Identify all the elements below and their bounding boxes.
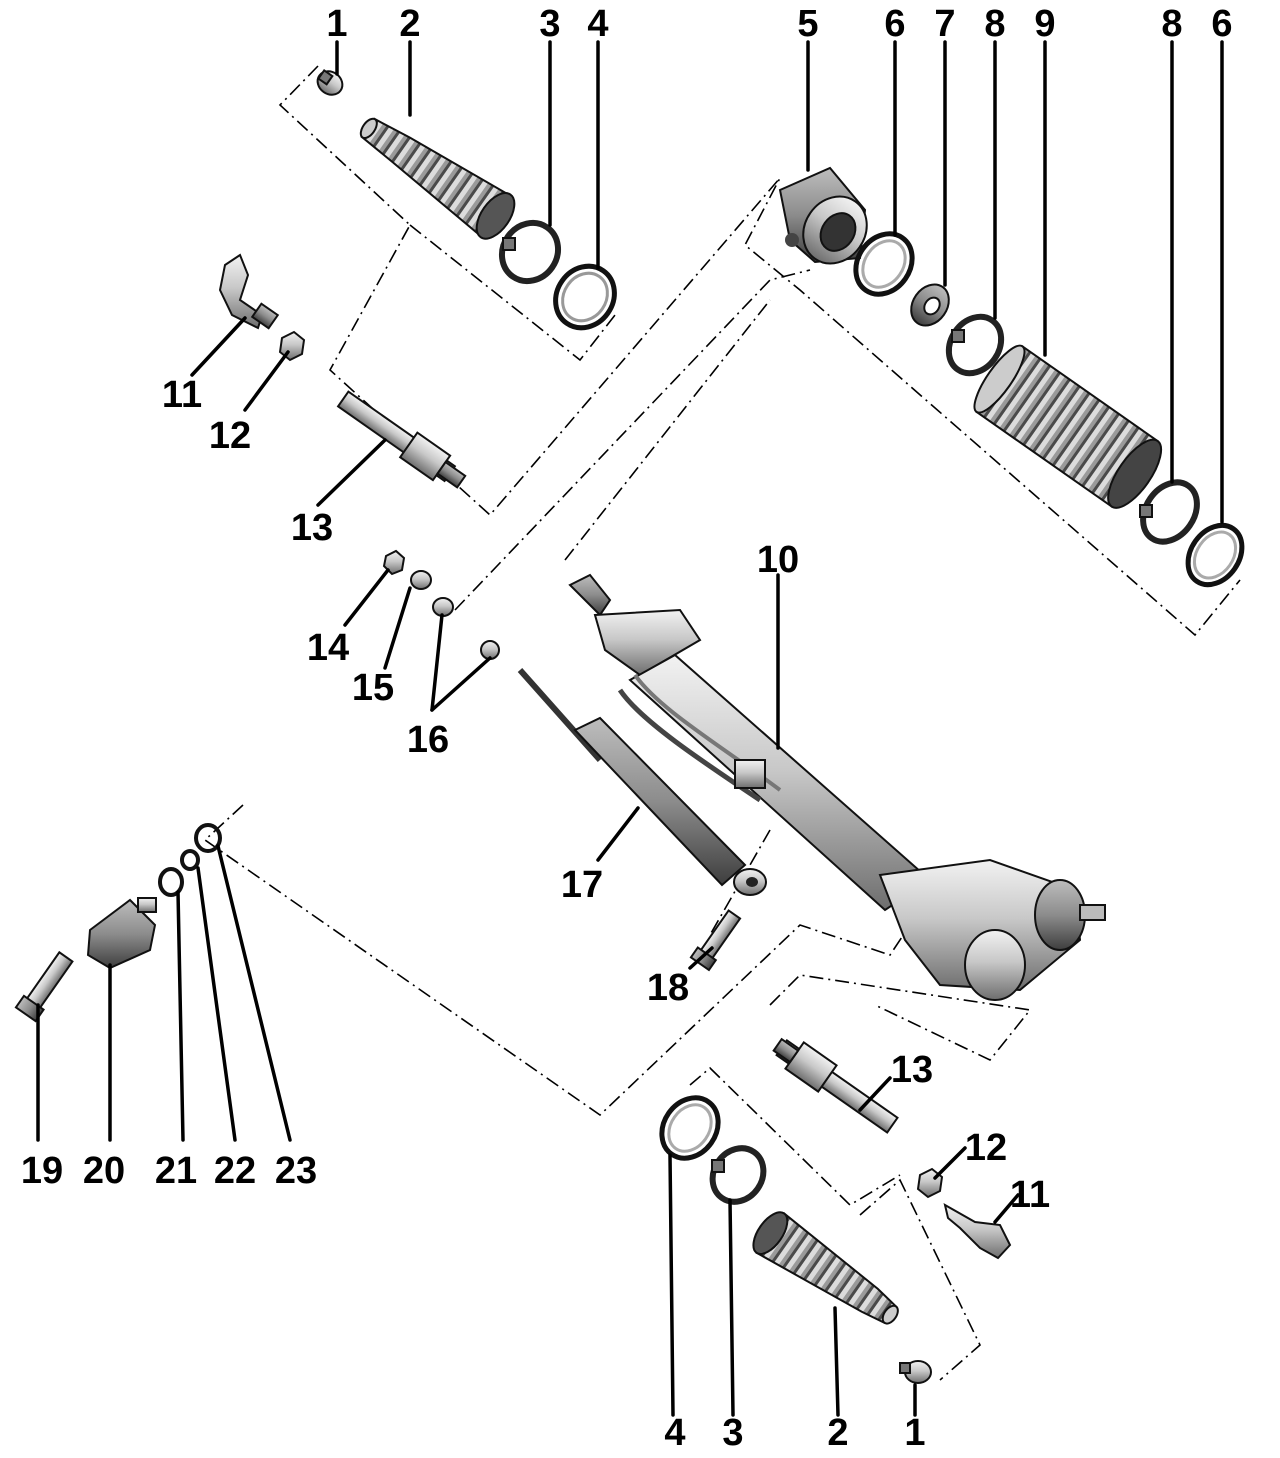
steering-boot-top (359, 117, 516, 240)
callout-2-top: 2 (399, 3, 420, 45)
hex-nut-14 (382, 549, 406, 576)
retaining-ring-top (553, 263, 617, 331)
boot-clamp-small-top (316, 68, 344, 96)
tie-rod-end-lower (943, 1203, 1012, 1260)
callout-4-bottom: 4 (664, 1412, 685, 1454)
boot-clamp-large-top (498, 219, 562, 285)
callout-22: 22 (214, 1150, 256, 1192)
seal-ring-23 (194, 823, 222, 853)
callout-16: 16 (407, 719, 449, 761)
callout-11-left: 11 (162, 374, 202, 416)
housing-bushing (778, 166, 868, 265)
callout-5: 5 (797, 3, 818, 45)
retaining-ring-6a (853, 231, 915, 297)
callout-13-right: 13 (891, 1049, 933, 1091)
callout-20: 20 (83, 1150, 125, 1192)
callout-9: 9 (1034, 3, 1055, 45)
steering-boot-9 (973, 344, 1163, 509)
callout-3-top: 3 (539, 3, 560, 45)
callout-14: 14 (307, 627, 349, 669)
seal-ring-22 (180, 849, 200, 871)
assembly-guide-lines (203, 65, 1241, 1381)
callout-23: 23 (275, 1150, 317, 1192)
callout-21: 21 (155, 1150, 197, 1192)
tie-rod-end-upper (218, 253, 280, 330)
callout-7: 7 (934, 3, 955, 45)
callout-4-top: 4 (587, 3, 608, 45)
boot-clamp-8b (1139, 479, 1200, 545)
callout-2-bottom: 2 (827, 1412, 848, 1454)
seal-washer-16a (432, 597, 454, 617)
bolt-19 (14, 950, 74, 1023)
callout-6b: 6 (1211, 3, 1232, 45)
retaining-ring-bottom (659, 1095, 721, 1161)
callout-6a: 6 (884, 3, 905, 45)
callout-12-right: 12 (965, 1127, 1007, 1169)
steering-boot-bottom (752, 1211, 899, 1325)
boot-clamp-8a (945, 313, 1005, 377)
seal-ring-21 (158, 867, 184, 897)
boot-clamp-small-bottom (899, 1360, 932, 1384)
union-fitting-20 (86, 897, 157, 970)
callout-12-left: 12 (209, 415, 251, 457)
callout-1-top: 1 (326, 3, 347, 45)
callout-19: 19 (21, 1150, 63, 1192)
callout-13-left: 13 (291, 507, 333, 549)
callout-10: 10 (757, 539, 799, 581)
washer-15 (410, 570, 432, 590)
tie-rod-lower (772, 1037, 899, 1134)
tie-rod-upper (336, 390, 467, 489)
retaining-ring-6b (1185, 522, 1245, 588)
callout-8b: 8 (1161, 3, 1182, 45)
callout-3-bottom: 3 (722, 1412, 743, 1454)
callout-11-right: 11 (1010, 1174, 1050, 1216)
spacer-washer-7 (910, 283, 950, 327)
callout-labels: 1 2 3 4 5 6 7 8 9 8 6 11 12 13 14 15 16 … (21, 3, 1233, 1454)
callout-15: 15 (352, 667, 394, 709)
callout-18: 18 (647, 967, 689, 1009)
callout-17: 17 (561, 864, 603, 906)
callout-1-bottom: 1 (904, 1412, 925, 1454)
steering-rack-10 (568, 573, 1106, 1001)
damper-strut-17 (517, 668, 767, 896)
boot-clamp-large-bottom (709, 1145, 767, 1205)
callout-8a: 8 (984, 3, 1005, 45)
leader-lines (36, 40, 1224, 1417)
